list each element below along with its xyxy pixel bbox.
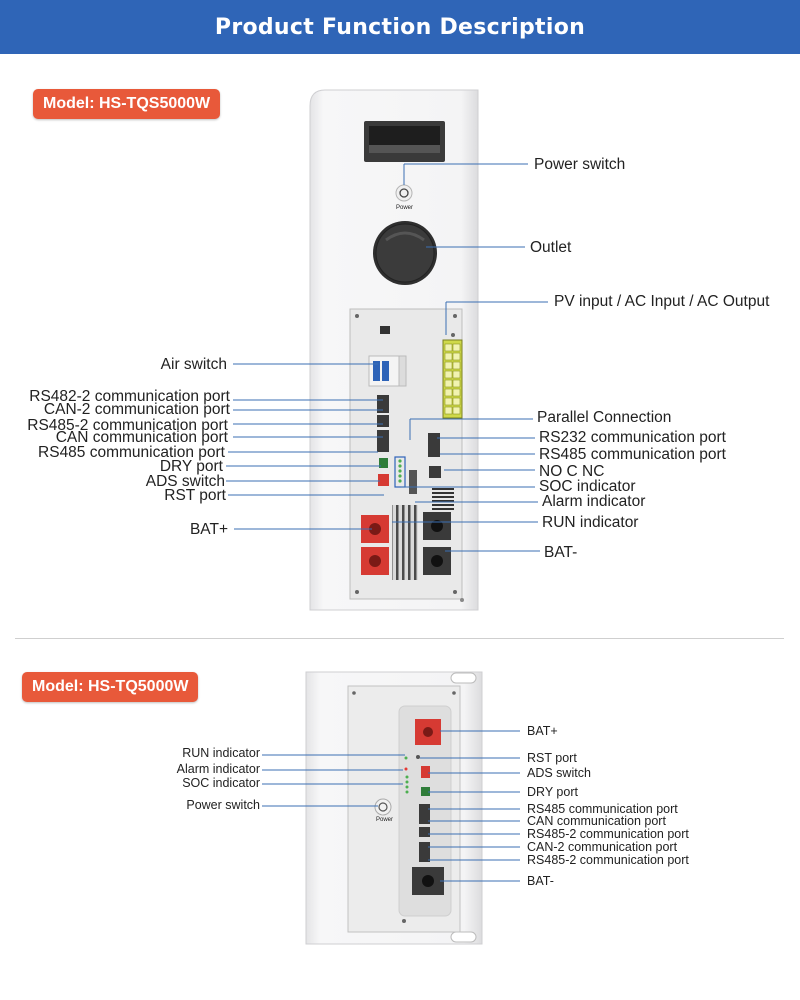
label-b-soc-indicator: SOC indicator bbox=[182, 776, 260, 790]
label-air-switch: Air switch bbox=[160, 356, 227, 373]
top-terminal-block bbox=[442, 339, 463, 419]
label-run-indicator: RUN indicator bbox=[542, 514, 639, 531]
top-heatsink bbox=[392, 505, 418, 580]
bottom-device bbox=[305, 671, 483, 945]
label-no-c-nc: NO C NC bbox=[539, 463, 605, 480]
label-dry-port: DRY port bbox=[159, 458, 223, 475]
bottom-power-text: Power bbox=[376, 817, 394, 823]
section-divider bbox=[15, 638, 784, 639]
label-bat-minus: BAT- bbox=[544, 544, 578, 561]
label-rst-port: RST port bbox=[164, 487, 226, 504]
bottom-leader-lines bbox=[262, 730, 520, 882]
page-header: Product Function Description bbox=[0, 0, 800, 54]
label-outlet: Outlet bbox=[530, 239, 572, 256]
label-bat-plus: BAT+ bbox=[189, 521, 228, 538]
top-leader-lines bbox=[226, 163, 548, 552]
label-b-dry-port: DRY port bbox=[527, 785, 578, 799]
model-badge-top: Model: HS-TQS5000W bbox=[33, 89, 221, 119]
top-device bbox=[309, 89, 479, 611]
label-b-can: CAN communication port bbox=[527, 814, 666, 828]
top-bat-minus bbox=[423, 512, 451, 575]
label-b-bat-minus: BAT- bbox=[527, 874, 554, 888]
label-parallel: Parallel Connection bbox=[537, 409, 672, 426]
label-power-switch: Power switch bbox=[534, 156, 626, 173]
header-title: Product Function Description bbox=[214, 15, 586, 40]
label-pv-input: PV input / AC Input / AC Output bbox=[554, 293, 770, 310]
label-rs482-2: RS482-2 communication port bbox=[29, 388, 230, 405]
label-ads-switch: ADS switch bbox=[145, 473, 225, 490]
model-badge-bottom: Model: HS-TQ5000W bbox=[22, 672, 199, 702]
label-b-run-indicator: RUN indicator bbox=[182, 746, 260, 760]
label-b-rs485-2b: RS485-2 communication port bbox=[527, 853, 689, 867]
label-rs485-2: RS485-2 communication port bbox=[27, 417, 228, 434]
bottom-power-button bbox=[374, 798, 392, 816]
label-b-rs485: RS485 communication port bbox=[527, 802, 678, 816]
label-b-ads-switch: ADS switch bbox=[527, 766, 591, 780]
label-rs232: RS232 communication port bbox=[539, 429, 726, 446]
label-alarm-indicator: Alarm indicator bbox=[542, 493, 646, 510]
label-soc-indicator: SOC indicator bbox=[539, 478, 636, 495]
label-b-rst-port: RST port bbox=[527, 751, 577, 765]
top-power-text: Power bbox=[396, 205, 414, 211]
top-power-button bbox=[395, 184, 413, 202]
label-can: CAN communication port bbox=[55, 429, 228, 446]
label-b-power-switch: Power switch bbox=[186, 798, 260, 812]
label-can-2: CAN-2 communication port bbox=[43, 401, 230, 418]
label-b-rs485-2a: RS485-2 communication port bbox=[527, 827, 689, 841]
label-rs485-right: RS485 communication port bbox=[539, 446, 726, 463]
label-rs485-left: RS485 communication port bbox=[38, 444, 225, 461]
label-b-alarm-indicator: Alarm indicator bbox=[176, 762, 260, 776]
label-b-can-2: CAN-2 communication port bbox=[527, 840, 678, 854]
label-b-bat-plus: BAT+ bbox=[527, 724, 558, 738]
